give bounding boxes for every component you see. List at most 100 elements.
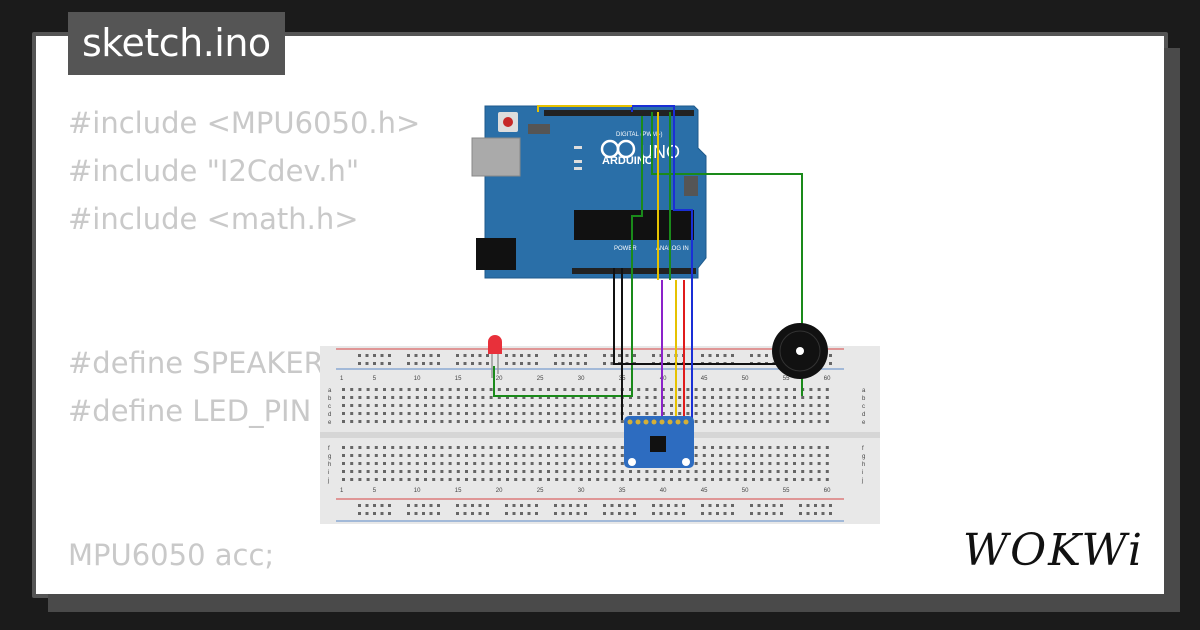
breadboard-hole (358, 446, 362, 449)
breadboard-hole (637, 412, 641, 415)
breadboard-hole (612, 462, 616, 465)
breadboard-hole (719, 478, 723, 481)
red-led[interactable] (488, 335, 502, 378)
breadboard-hole (522, 446, 526, 449)
breadboard-hole (750, 354, 753, 357)
breadboard-hole (481, 396, 485, 399)
row-letter: d (862, 412, 865, 418)
breadboard-hole (793, 388, 796, 391)
breadboard-hole (784, 404, 788, 407)
column-number: 55 (783, 488, 790, 494)
breadboard-hole (399, 446, 403, 449)
breadboard-hole (584, 362, 587, 365)
breadboard-hole (561, 362, 565, 365)
breadboard-hole (829, 354, 832, 357)
column-number: 40 (660, 488, 667, 494)
breadboard-hole (374, 420, 378, 423)
breadboard-hole (694, 404, 698, 407)
breadboard-hole (694, 454, 698, 457)
breadboard-hole (358, 478, 362, 481)
breadboard-hole (784, 470, 788, 473)
code-line: #define SPEAKER (68, 346, 324, 380)
breadboard-hole (629, 412, 632, 415)
row-letter: f (862, 446, 864, 452)
breadboard-hole (429, 362, 433, 365)
row-letter: a (862, 388, 866, 394)
breadboard-hole (735, 388, 739, 391)
breadboard-hole (731, 512, 734, 515)
breadboard-hole (399, 478, 403, 481)
breadboard[interactable]: 1155101015152020252530303535404045455050… (320, 346, 880, 524)
breadboard-hole (711, 388, 714, 391)
breadboard-hole (702, 396, 706, 399)
led-dome (488, 335, 502, 354)
breadboard-hole (489, 446, 493, 449)
breadboard-hole (670, 396, 673, 399)
breadboard-hole (522, 478, 526, 481)
breadboard-hole (653, 396, 657, 399)
breadboard-hole (784, 462, 788, 465)
breadboard-hole (415, 396, 419, 399)
breadboard-hole (571, 420, 575, 423)
breadboard-hole (760, 462, 764, 465)
breadboard-hole (735, 462, 739, 465)
breadboard-hole (637, 470, 641, 473)
breadboard-hole (391, 388, 395, 391)
breadboard-hole (350, 396, 354, 399)
breadboard-hole (366, 396, 370, 399)
piezo-buzzer[interactable] (772, 323, 828, 379)
breadboard-hole (743, 462, 747, 465)
breadboard-hole (415, 470, 419, 473)
breadboard-hole (678, 404, 682, 407)
breadboard-hole (645, 412, 649, 415)
breadboard-hole (576, 512, 580, 515)
breadboard-hole (814, 504, 817, 507)
code-line: #include <MPU6050.h> (68, 106, 421, 140)
breadboard-hole (708, 354, 712, 357)
breadboard-hole (694, 462, 698, 465)
breadboard-hole (711, 412, 714, 415)
breadboard-hole (358, 404, 362, 407)
breadboard-hole (694, 470, 698, 473)
breadboard-hole (821, 512, 825, 515)
arduino-uno[interactable]: ARDUINO UNO DIGITAL (PWM~) POWER ANALOG … (471, 105, 707, 279)
breadboard-hole (653, 470, 657, 473)
code-line: #include "I2Cdev.h" (68, 154, 360, 188)
circuit-diagram[interactable]: 1155101015152020252530303535404045455050… (36, 36, 1164, 594)
column-number: 25 (537, 488, 544, 494)
breadboard-hole (793, 412, 796, 415)
breadboard-hole (772, 504, 776, 507)
breadboard-hole (366, 470, 370, 473)
breadboard-hole (448, 388, 452, 391)
breadboard-hole (678, 412, 682, 415)
breadboard-hole (760, 478, 764, 481)
breadboard-hole (415, 388, 419, 391)
breadboard-hole (727, 478, 731, 481)
breadboard-hole (612, 412, 616, 415)
file-tab[interactable]: sketch.ino (68, 12, 285, 75)
breadboard-hole (563, 404, 567, 407)
breadboard-hole (579, 404, 583, 407)
breadboard-hole (571, 446, 575, 449)
mpu6050-module[interactable] (624, 416, 694, 468)
breadboard-hole (768, 454, 772, 457)
breadboard-hole (527, 354, 531, 357)
breadboard-hole (465, 446, 468, 449)
breadboard-hole (481, 446, 485, 449)
breadboard-hole (407, 462, 411, 465)
breadboard-hole (448, 454, 452, 457)
breadboard-hole (670, 478, 673, 481)
breadboard-hole (422, 512, 425, 515)
breadboard-hole (350, 388, 354, 391)
breadboard-hole (530, 396, 534, 399)
breadboard-hole (579, 420, 583, 423)
breadboard-hole (358, 388, 362, 391)
breadboard-hole (489, 470, 493, 473)
breadboard-hole (530, 462, 534, 465)
breadboard-hole (374, 404, 378, 407)
breadboard-hole (653, 412, 657, 415)
project-card[interactable]: #include <MPU6050.h> #include "I2Cdev.h"… (36, 36, 1164, 594)
breadboard-hole (806, 504, 810, 507)
breadboard-hole (399, 454, 403, 457)
breadboard-hole (407, 420, 411, 423)
